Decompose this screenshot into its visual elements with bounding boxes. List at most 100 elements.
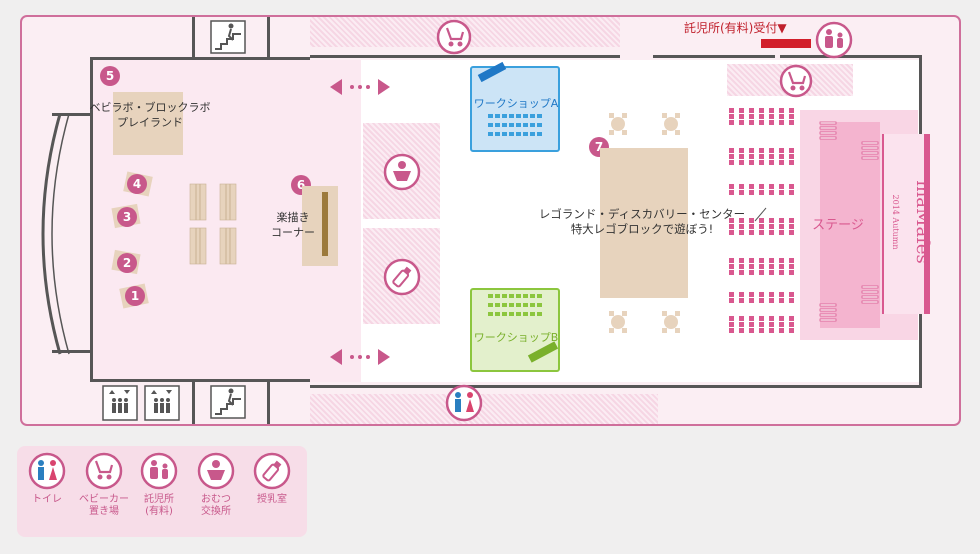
audience-seat <box>749 264 754 269</box>
audience-seat <box>739 184 744 189</box>
legend-stroller: ベビーカー 置き場 <box>76 452 132 518</box>
seat <box>502 294 507 298</box>
audience-seat <box>729 108 734 113</box>
audience-seat <box>779 230 784 235</box>
wall <box>192 379 195 424</box>
audience-seat <box>759 114 764 119</box>
passage-arrow-bottom <box>330 349 390 365</box>
wall <box>192 17 195 60</box>
audience-seat <box>779 322 784 327</box>
audience-seat <box>779 108 784 113</box>
table-1-marker: 1 <box>125 286 145 306</box>
stairs-icon <box>210 20 246 54</box>
elevator-icon <box>102 385 138 421</box>
audience-seat <box>729 224 734 229</box>
zone-7-label: レゴランド・ディスカバリー・センター 特大レゴブロックで遊ぼう! <box>538 207 746 236</box>
audience-seat <box>729 190 734 195</box>
seat <box>530 114 535 118</box>
brand-subtitle: 2014 Autumn <box>891 194 900 250</box>
benches <box>189 183 237 265</box>
zone-5-play-mat <box>113 92 183 155</box>
seat <box>488 294 493 298</box>
audience-seat <box>789 148 794 153</box>
audience-seat <box>749 148 754 153</box>
audience-seat <box>769 114 774 119</box>
seat <box>523 123 528 127</box>
audience-seat <box>729 322 734 327</box>
audience-seat <box>789 224 794 229</box>
seat <box>502 312 507 316</box>
seat <box>509 132 514 136</box>
audience-seat <box>749 190 754 195</box>
seat <box>502 132 507 136</box>
audience-seat <box>739 108 744 113</box>
audience-seat <box>759 298 764 303</box>
audience-seat <box>769 120 774 125</box>
audience-seat <box>729 120 734 125</box>
audience-seat <box>729 316 734 321</box>
stage-steps <box>819 121 879 322</box>
legend-toilet-label: トイレ <box>32 494 62 505</box>
audience-seat <box>739 264 744 269</box>
audience-seat <box>749 224 754 229</box>
stroller-icon <box>779 64 813 98</box>
audience-seat <box>729 154 734 159</box>
audience-seat <box>739 292 744 297</box>
seat <box>530 312 535 316</box>
seat <box>495 303 500 307</box>
seat <box>516 132 521 136</box>
audience-seat <box>789 190 794 195</box>
audience-seat <box>779 258 784 263</box>
reception-label: 託児所(有料)受付▼ <box>684 21 787 35</box>
audience-seat <box>789 120 794 125</box>
zone-6-board <box>322 192 328 256</box>
audience-seat <box>789 298 794 303</box>
audience-seat <box>739 148 744 153</box>
stage-label: ステージ <box>812 218 864 233</box>
audience-seat <box>729 258 734 263</box>
entrance-curve <box>41 113 70 355</box>
wall <box>90 57 93 382</box>
audience-seat <box>759 230 764 235</box>
reception-desk <box>761 39 811 48</box>
wall <box>310 385 655 388</box>
audience-seat <box>789 218 794 223</box>
seat <box>537 303 542 307</box>
audience-seat <box>789 108 794 113</box>
workshop-a-label: ワークショップA <box>473 97 559 110</box>
audience-seat <box>759 322 764 327</box>
audience-seat <box>729 264 734 269</box>
audience-seat <box>749 184 754 189</box>
audience-seat <box>779 190 784 195</box>
audience-seat <box>729 292 734 297</box>
audience-seat <box>769 160 774 165</box>
bottle-icon <box>253 452 291 490</box>
audience-seat <box>759 264 764 269</box>
audience-seat <box>729 218 734 223</box>
legend-nursing-label: 授乳室 <box>257 494 287 505</box>
audience-seat <box>769 292 774 297</box>
diaper-icon <box>197 452 235 490</box>
audience-seat <box>779 148 784 153</box>
wall <box>90 57 310 60</box>
seat <box>523 114 528 118</box>
zone-5-marker: 5 <box>100 66 120 86</box>
seat <box>530 132 535 136</box>
audience-seat <box>739 258 744 263</box>
audience-seat <box>749 230 754 235</box>
seat <box>495 114 500 118</box>
audience-seat <box>739 160 744 165</box>
seat <box>537 123 542 127</box>
seat <box>495 294 500 298</box>
audience-seat <box>749 108 754 113</box>
audience-seat <box>729 270 734 275</box>
seat <box>509 114 514 118</box>
workshop-b-label: ワークショップB <box>473 331 559 344</box>
audience-seat <box>769 328 774 333</box>
zone-7-lego-area <box>600 148 688 298</box>
audience-seat <box>789 258 794 263</box>
seat <box>516 114 521 118</box>
seat <box>523 303 528 307</box>
bottle-icon <box>383 258 421 296</box>
wall <box>310 55 620 58</box>
